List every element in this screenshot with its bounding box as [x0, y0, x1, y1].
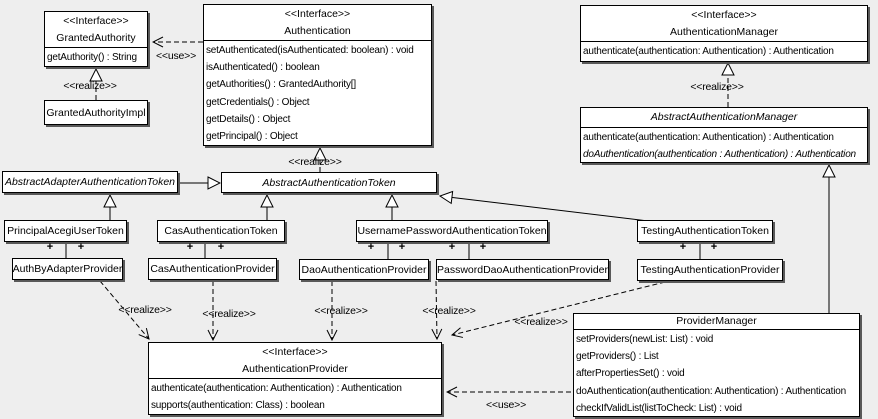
- class-name: TestingAuthenticationToken: [641, 225, 769, 237]
- class-name: AbstractAdapterAuthenticationToken: [4, 176, 176, 188]
- class-name: Authentication: [284, 25, 351, 37]
- stereotype-label-use: <<use>>: [155, 50, 197, 62]
- class-provider-manager[interactable]: ProviderManager setProviders(newList: Li…: [573, 313, 860, 417]
- class-granted-authority[interactable]: <<Interface>> GrantedAuthority getAuthor…: [44, 11, 148, 67]
- edge-testing-token-extends-abstract-token: [440, 196, 649, 222]
- class-cas-authentication-provider[interactable]: CasAuthenticationProvider: [148, 258, 277, 280]
- multiplicity-plus: +: [679, 241, 687, 253]
- method: getPrincipal() : Object: [206, 130, 298, 142]
- stereotype-label-use: <<use>>: [485, 399, 527, 411]
- method: supports(authentication: Class) : boolea…: [151, 400, 325, 412]
- stereotype: <<Interface>>: [63, 15, 129, 27]
- stereotype-label-realize: <<realize>>: [690, 81, 744, 93]
- stereotype: <<Interface>>: [691, 9, 757, 21]
- method: doAuthentication(authentication: Authent…: [576, 385, 846, 397]
- multiplicity-plus: +: [77, 241, 85, 253]
- method: getProviders() : List: [576, 351, 659, 363]
- multiplicity-plus: +: [710, 241, 718, 253]
- class-username-password-authentication-token[interactable]: UsernamePasswordAuthenticationToken: [356, 220, 548, 242]
- method: isAuthenticated() : boolean: [206, 62, 320, 74]
- stereotype-label-realize: <<realize>>: [118, 304, 172, 316]
- class-name: ProviderManager: [676, 315, 757, 327]
- multiplicity-plus: +: [217, 241, 225, 253]
- class-cas-authentication-token[interactable]: CasAuthenticationToken: [157, 220, 285, 242]
- class-name: AbstractAuthenticationToken: [262, 176, 396, 189]
- class-abstract-adapter-authentication-token[interactable]: AbstractAdapterAuthenticationToken: [2, 171, 178, 193]
- class-password-dao-authentication-provider[interactable]: PasswordDaoAuthenticationProvider: [436, 259, 609, 280]
- method: authenticate(authentication: Authenticat…: [151, 383, 402, 394]
- method: setProviders(newList: List) : void: [576, 334, 714, 345]
- class-testing-authentication-token[interactable]: TestingAuthenticationToken: [637, 220, 773, 242]
- class-name: AbstractAuthenticationManager: [650, 111, 798, 123]
- method: getCredentials() : Object: [206, 96, 310, 108]
- multiplicity-plus: +: [479, 241, 487, 253]
- class-name: PrincipalAcegiUserToken: [7, 225, 124, 237]
- class-dao-authentication-provider[interactable]: DaoAuthenticationProvider: [299, 259, 429, 280]
- multiplicity-plus: +: [186, 241, 194, 253]
- class-testing-authentication-provider[interactable]: TestingAuthenticationProvider: [637, 259, 783, 281]
- class-name: AuthenticationProvider: [242, 363, 348, 375]
- class-name: AuthenticationManager: [670, 26, 778, 38]
- stereotype: <<Interface>>: [262, 346, 328, 358]
- class-name: TestingAuthenticationProvider: [640, 264, 780, 276]
- class-name: DaoAuthenticationProvider: [301, 263, 427, 276]
- class-name: PasswordDaoAuthenticationProvider: [437, 263, 609, 276]
- class-name: CasAuthenticationProvider: [150, 263, 275, 275]
- method: checkIfValidList(listToCheck: List) : vo…: [576, 402, 742, 414]
- multiplicity-plus: +: [448, 241, 456, 253]
- class-name: GrantedAuthority: [56, 32, 136, 44]
- method: getAuthorities() : GrantedAuthority[]: [206, 79, 356, 91]
- method: setAuthenticated(isAuthenticated: boolea…: [206, 45, 414, 56]
- stereotype-label-realize: <<realize>>: [202, 308, 256, 320]
- method: getAuthority() : String: [47, 52, 137, 63]
- multiplicity-plus: +: [46, 241, 54, 253]
- stereotype-label-realize: <<realize>>: [514, 316, 568, 328]
- class-abstract-authentication-token[interactable]: AbstractAuthenticationToken: [221, 172, 437, 193]
- class-name: UsernamePasswordAuthenticationToken: [357, 225, 547, 237]
- multiplicity-plus: +: [367, 241, 375, 253]
- method: afterPropertiesSet() : void: [576, 368, 685, 380]
- stereotype-label-realize: <<realize>>: [314, 305, 368, 317]
- class-authentication[interactable]: <<Interface>> Authentication setAuthenti…: [203, 4, 432, 146]
- class-granted-authority-impl[interactable]: GrantedAuthorityImpl: [44, 100, 148, 125]
- class-authentication-manager[interactable]: <<Interface>> AuthenticationManager auth…: [580, 5, 868, 62]
- stereotype-label-realize: <<realize>>: [288, 156, 342, 168]
- stereotype-label-realize: <<realize>>: [63, 80, 117, 92]
- class-name: AuthByAdapterProvider: [12, 263, 123, 275]
- method: authenticate(authentication: Authenticat…: [583, 132, 834, 143]
- class-authentication-provider[interactable]: <<Interface>> AuthenticationProvider aut…: [148, 342, 442, 415]
- multiplicity-plus: +: [398, 241, 406, 253]
- class-principal-acegi-user-token[interactable]: PrincipalAcegiUserToken: [4, 220, 127, 242]
- stereotype: <<Interface>>: [284, 8, 351, 20]
- stereotype-label-realize: <<realize>>: [422, 305, 476, 317]
- class-name: GrantedAuthorityImpl: [46, 106, 146, 119]
- class-auth-by-adapter-provider[interactable]: AuthByAdapterProvider: [12, 258, 123, 280]
- method: getDetails() : Object: [206, 113, 291, 125]
- class-name: CasAuthenticationToken: [164, 225, 278, 237]
- method: authenticate(authentication: Authenticat…: [583, 46, 834, 57]
- class-abstract-authentication-manager[interactable]: AbstractAuthenticationManager authentica…: [580, 107, 868, 163]
- method-abstract: doAuthentication(authentication : Authen…: [583, 149, 856, 161]
